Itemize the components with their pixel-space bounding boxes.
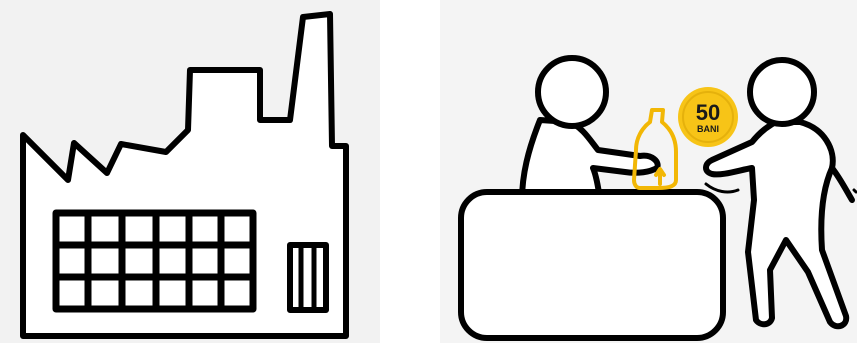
right-person-head	[750, 60, 814, 124]
coin-amount: 50	[696, 100, 720, 125]
coin-icon: 50 BANI	[678, 87, 738, 147]
coin-currency: BANI	[697, 124, 719, 134]
counter-table	[461, 192, 723, 338]
left-person-head	[538, 58, 606, 126]
factory-door	[290, 245, 326, 310]
